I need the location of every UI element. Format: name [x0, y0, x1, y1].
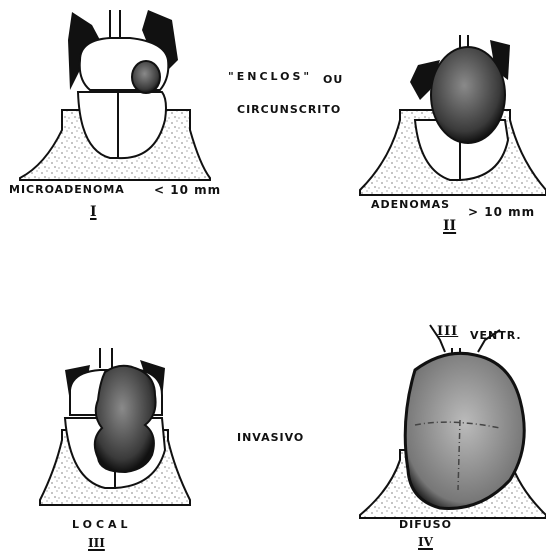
circumscribed-label: CIRCUNSCRITO [237, 103, 341, 116]
difuso-grade: IV [418, 535, 433, 549]
ventricle-grade: III [437, 324, 458, 339]
panel-adenomas [360, 20, 546, 210]
adenomas-grade: II [443, 218, 456, 234]
adenoma-tumor [431, 47, 505, 143]
invasive-tumor [95, 366, 156, 472]
panel-microadenoma [0, 0, 210, 200]
panel-difuso [360, 320, 546, 520]
microadenoma-tumor [132, 61, 160, 93]
ventricle-label: VENTR. [470, 329, 522, 342]
enclosed-label: "ENCLOS" [228, 70, 312, 83]
stalk [110, 10, 120, 38]
diffuse-tumor [405, 353, 524, 508]
or-label: OU [323, 73, 343, 86]
panel-local [0, 330, 210, 520]
difuso-label: DIFUSO [399, 518, 452, 531]
adenomas-label: ADENOMAS [371, 198, 450, 211]
microadenoma-size: < 10 mm [154, 183, 221, 197]
microadenoma-grade: I [90, 204, 97, 220]
adenomas-size: > 10 mm [468, 205, 535, 219]
stalk [100, 348, 112, 368]
local-label: LOCAL [72, 518, 132, 531]
local-grade: III [88, 536, 105, 550]
microadenoma-label: MICROADENOMA [9, 183, 125, 196]
invasive-label: INVASIVO [237, 431, 304, 444]
